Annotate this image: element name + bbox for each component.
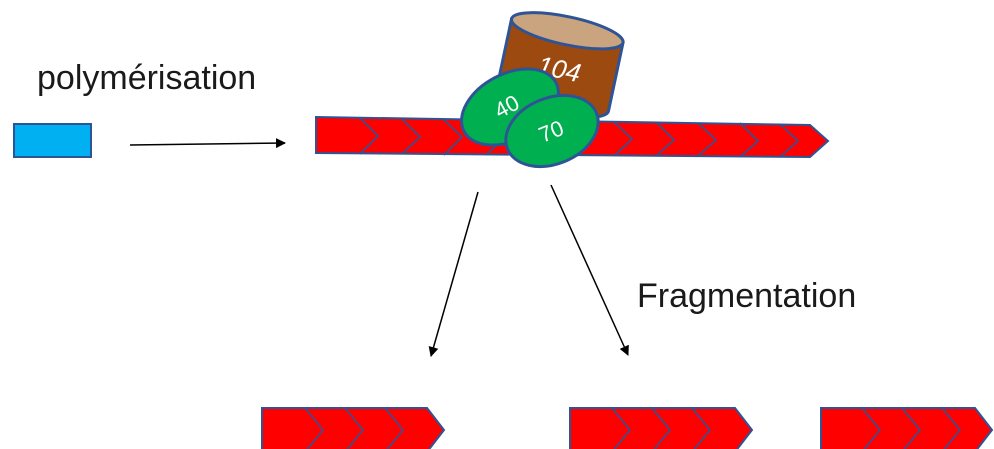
monomer bbox=[13, 123, 92, 158]
fibril-fragment-2 bbox=[569, 407, 754, 449]
fibril-fragment-1 bbox=[261, 407, 446, 449]
fibril-fragment-3 bbox=[820, 407, 994, 449]
polymerisation-arrow bbox=[129, 138, 286, 149]
fragmentation-arrow-right bbox=[550, 184, 629, 356]
polymerisation-label: polymérisation bbox=[37, 59, 256, 97]
fragmentation-arrow-left bbox=[428, 191, 479, 357]
hsp70-chaperone: 70 bbox=[504, 94, 600, 168]
fragmentation-label: Fragmentation bbox=[637, 277, 856, 315]
